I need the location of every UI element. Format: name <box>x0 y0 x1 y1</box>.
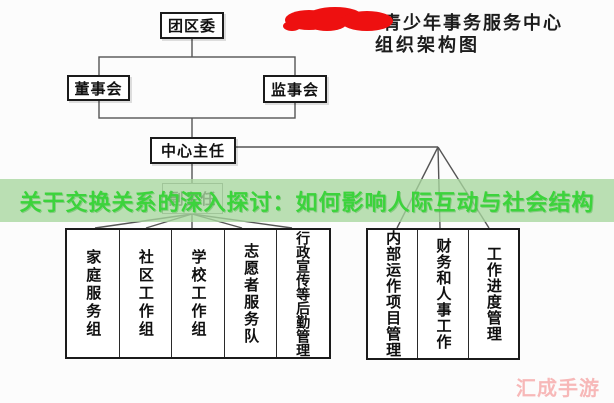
watermark-text: 汇成手游 <box>516 378 600 400</box>
branch-label: 学校工作组 <box>189 248 207 339</box>
right-branch-group: 内部运作项目管理 财务和人事工作 工作进度管理 <box>366 228 520 360</box>
left-branch-group: 家庭服务组 社区工作组 学校工作组 志愿者服务队 行政宣传等后勤管理 <box>65 228 331 359</box>
overlay-banner: 关于交换关系的深入探讨：如何影响人际互动与社会结构 <box>0 179 614 222</box>
branch-label: 家庭服务组 <box>84 248 102 339</box>
branch-volunteer-service-team: 志愿者服务队 <box>223 230 277 357</box>
branch-community-work-group: 社区工作组 <box>118 230 172 357</box>
branch-finance-and-hr-work: 财务和人事工作 <box>417 230 467 358</box>
branch-label: 工作进度管理 <box>484 246 502 342</box>
branch-admin-publicity-logistics: 行政宣传等后勤管理 <box>276 230 329 357</box>
page-title-line2: 组织架构图 <box>375 35 480 56</box>
branch-label: 社区工作组 <box>136 248 154 339</box>
page-title-line1: 青少年事务服务中心 <box>383 13 563 34</box>
redaction-scribble <box>283 7 393 31</box>
branch-internal-operations-project-management: 内部运作项目管理 <box>368 230 417 358</box>
branch-label: 行政宣传等后勤管理 <box>295 230 312 357</box>
overlay-banner-headline: 关于交换关系的深入探讨：如何影响人际互动与社会结构 <box>19 189 595 215</box>
branch-label: 志愿者服务队 <box>242 242 260 345</box>
branch-label: 内部运作项目管理 <box>384 230 402 358</box>
node-supervisory-board: 监事会 <box>263 75 327 103</box>
node-board-of-directors: 董事会 <box>67 75 130 101</box>
node-district-league-committee: 团区委 <box>160 12 224 39</box>
branch-family-service-group: 家庭服务组 <box>67 230 119 357</box>
node-center-director: 中心主任 <box>150 137 236 164</box>
branch-label: 财务和人事工作 <box>434 238 452 350</box>
branch-school-work-group: 学校工作组 <box>171 230 224 357</box>
branch-work-progress-management: 工作进度管理 <box>467 230 518 358</box>
